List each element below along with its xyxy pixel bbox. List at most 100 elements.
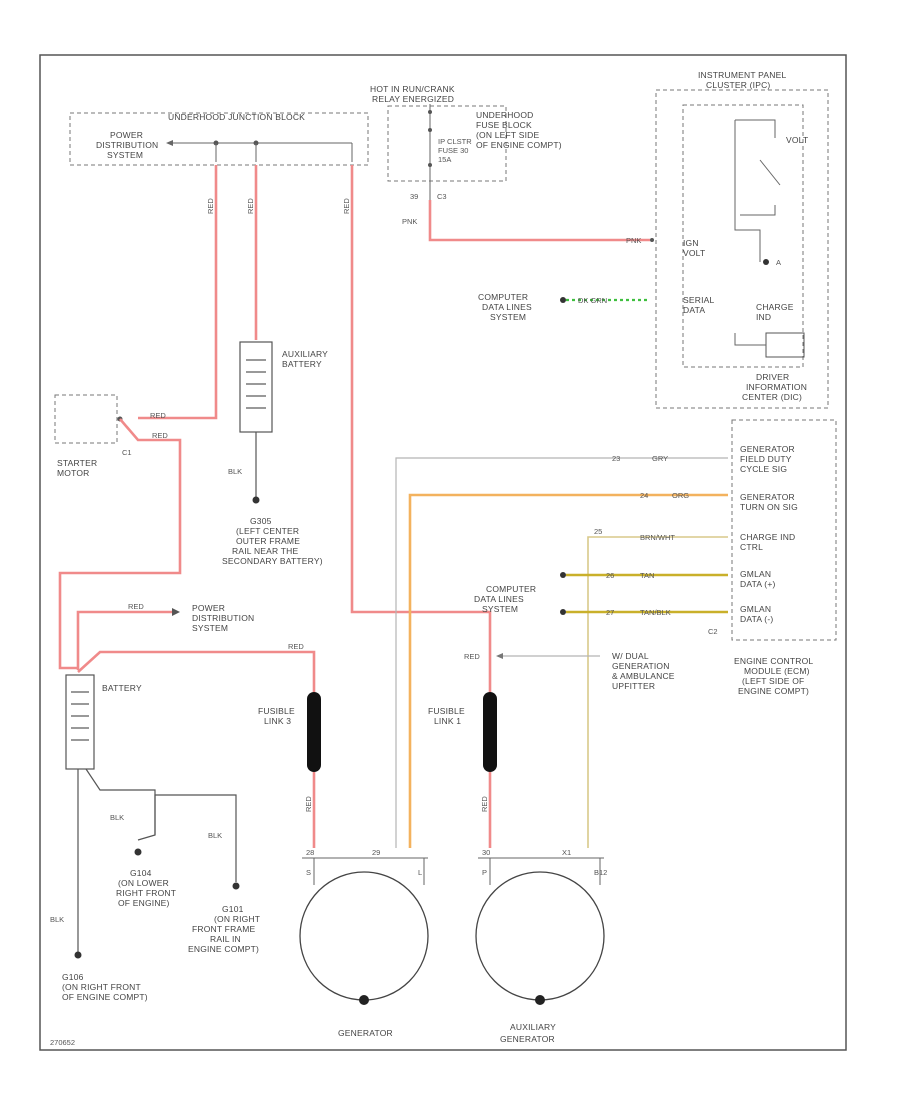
blk-g104-wire <box>85 768 156 841</box>
svg-text:SYSTEM: SYSTEM <box>192 623 228 633</box>
battery: BATTERY <box>65 674 142 770</box>
footer-code: 270652 <box>50 1038 75 1047</box>
svg-text:(LEFT SIDE OF: (LEFT SIDE OF <box>742 676 804 686</box>
svg-text:CYCLE SIG: CYCLE SIG <box>740 464 787 474</box>
svg-text:BLK: BLK <box>208 831 222 840</box>
svg-text:SECONDARY BATTERY): SECONDARY BATTERY) <box>222 556 323 566</box>
svg-text:DISTRIBUTION: DISTRIBUTION <box>96 140 158 150</box>
dual-generation-label: W/ DUAL <box>612 651 649 661</box>
svg-text:RED: RED <box>128 602 144 611</box>
svg-text:OF ENGINE): OF ENGINE) <box>118 898 170 908</box>
svg-text:MOTOR: MOTOR <box>57 468 89 478</box>
svg-text:LINK 1: LINK 1 <box>434 716 461 726</box>
volt-label: VOLT <box>786 135 808 145</box>
brn-wht-charge-ind-wire <box>587 536 728 848</box>
ecm-pin-charge-ind: CHARGE IND <box>740 532 795 542</box>
svg-text:RED: RED <box>342 198 351 214</box>
generator-label: GENERATOR <box>338 1028 393 1038</box>
svg-text:(ON RIGHT FRONT: (ON RIGHT FRONT <box>62 982 141 992</box>
svg-text:DATA (+): DATA (+) <box>740 579 776 589</box>
svg-text:(LEFT CENTER: (LEFT CENTER <box>236 526 299 536</box>
ecm-pin-gmlan-minus: GMLAN <box>740 604 771 614</box>
svg-text:BRN/WHT: BRN/WHT <box>640 533 675 542</box>
svg-text:CLUSTER (IPC): CLUSTER (IPC) <box>706 80 770 90</box>
svg-text:DK GRN: DK GRN <box>578 296 607 305</box>
svg-text:29: 29 <box>372 848 380 857</box>
starter-motor: C1 STARTER MOTOR <box>54 394 132 478</box>
svg-text:OUTER FRAME: OUTER FRAME <box>236 536 300 546</box>
g104-label: G104 <box>130 868 152 878</box>
instrument-panel-cluster: INSTRUMENT PANEL CLUSTER (IPC) VOLT A IG… <box>655 70 829 409</box>
ign-volt-label: IGN <box>683 238 699 248</box>
org-turn-on-wire <box>408 493 728 848</box>
svg-text:26: 26 <box>606 571 614 580</box>
svg-text:& AMBULANCE: & AMBULANCE <box>612 671 675 681</box>
svg-text:X1: X1 <box>562 848 571 857</box>
fusible-link-3: FUSIBLE LINK 3 <box>258 692 321 772</box>
svg-text:L: L <box>418 868 422 877</box>
svg-text:FUSE 30: FUSE 30 <box>438 146 468 155</box>
svg-text:23: 23 <box>612 454 620 463</box>
svg-text:RED: RED <box>246 198 255 214</box>
svg-text:FUSIBLE: FUSIBLE <box>258 706 295 716</box>
dic-label: DRIVER <box>756 372 789 382</box>
svg-text:BLK: BLK <box>228 467 242 476</box>
svg-text:CENTER (DIC): CENTER (DIC) <box>742 392 802 402</box>
g106-label: G106 <box>62 972 84 982</box>
pnk-ign-wire <box>428 200 650 242</box>
auxiliary-battery: AUXILIARY BATTERY <box>239 341 328 433</box>
svg-text:DATA LINES: DATA LINES <box>474 594 524 604</box>
computer-data-lines-top-label: COMPUTER <box>478 292 528 302</box>
svg-text:VOLT: VOLT <box>683 248 705 258</box>
svg-text:IND: IND <box>756 312 771 322</box>
svg-text:CTRL: CTRL <box>740 542 763 552</box>
power-distribution-lower-label: POWER <box>192 603 225 613</box>
ecm-pin-field-duty: GENERATOR <box>740 444 795 454</box>
underhood-junction-block: UNDERHOOD JUNCTION BLOCK POWER DISTRIBUT… <box>69 112 369 166</box>
red-power-distribution-wire <box>76 610 172 670</box>
svg-text:28: 28 <box>306 848 314 857</box>
svg-text:ORG: ORG <box>672 491 689 500</box>
serial-data-label: SERIAL <box>683 295 715 305</box>
g101-label: G101 <box>222 904 244 914</box>
svg-text:30: 30 <box>482 848 490 857</box>
svg-text:RED: RED <box>150 411 166 420</box>
svg-text:DISTRIBUTION: DISTRIBUTION <box>192 613 254 623</box>
svg-text:(ON LEFT SIDE: (ON LEFT SIDE <box>476 130 540 140</box>
svg-text:ENGINE COMPT): ENGINE COMPT) <box>188 944 259 954</box>
svg-text:SYSTEM: SYSTEM <box>490 312 526 322</box>
svg-text:MODULE (ECM): MODULE (ECM) <box>744 666 810 676</box>
svg-text:FRONT FRAME: FRONT FRAME <box>192 924 256 934</box>
ecm-label: ENGINE CONTROL <box>734 656 813 666</box>
engine-control-module: GENERATOR FIELD DUTY CYCLE SIG GENERATOR… <box>708 419 837 696</box>
svg-text:DATA (-): DATA (-) <box>740 614 773 624</box>
generator: 28 29 S L GENERATOR <box>299 848 429 1038</box>
svg-text:FUSIBLE: FUSIBLE <box>428 706 465 716</box>
svg-text:TAN: TAN <box>640 571 654 580</box>
fusible-link-1: FUSIBLE LINK 1 <box>428 692 497 772</box>
svg-text:C1: C1 <box>122 448 132 457</box>
svg-text:LINK 3: LINK 3 <box>264 716 291 726</box>
diagram-border <box>39 54 847 1051</box>
red-fusible-link-3-wire <box>77 650 316 692</box>
svg-text:RED: RED <box>206 198 215 214</box>
power-distribution-label: POWER <box>110 130 143 140</box>
svg-text:27: 27 <box>606 608 614 617</box>
svg-text:BLK: BLK <box>110 813 124 822</box>
svg-text:PNK: PNK <box>626 236 641 245</box>
svg-text:15A: 15A <box>438 155 451 164</box>
svg-text:25: 25 <box>594 527 602 536</box>
ecm-pin-turn-on: GENERATOR <box>740 492 795 502</box>
svg-text:C3: C3 <box>437 192 447 201</box>
computer-data-lines-mid-label: COMPUTER <box>486 584 536 594</box>
svg-text:(ON RIGHT: (ON RIGHT <box>214 914 260 924</box>
svg-text:C2: C2 <box>708 627 718 636</box>
red-fusible-link-1-wire <box>350 165 492 692</box>
svg-text:RELAY ENERGIZED: RELAY ENERGIZED <box>372 94 454 104</box>
svg-text:SYSTEM: SYSTEM <box>482 604 518 614</box>
ip-fuse-label: IP CLSTR <box>438 137 472 146</box>
svg-text:TAN/BLK: TAN/BLK <box>640 608 671 617</box>
svg-text:FIELD DUTY: FIELD DUTY <box>740 454 792 464</box>
svg-text:RED: RED <box>152 431 168 440</box>
